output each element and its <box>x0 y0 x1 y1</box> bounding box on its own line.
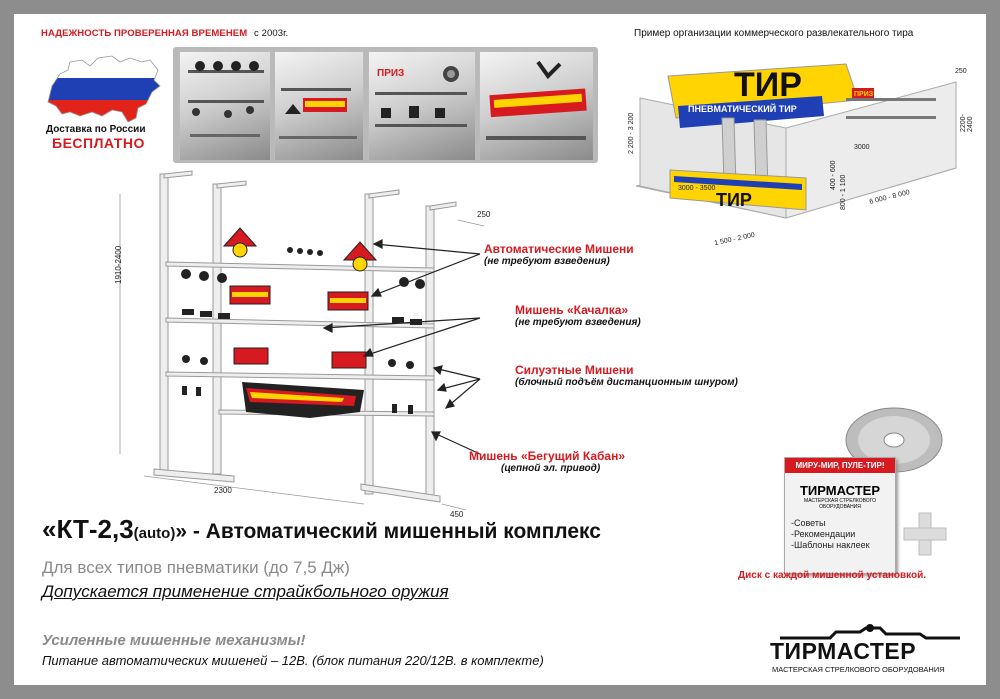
photo-targets-1 <box>179 51 271 161</box>
dvd-item-advice: -Рекомендации <box>791 529 856 539</box>
rack-depth-top-dimension: 250 <box>477 210 491 219</box>
rack-width-dimension: 2300 <box>214 486 232 495</box>
reinforced-note: Усиленные мишенные механизмы! <box>42 632 306 649</box>
russia-flag-map-icon <box>47 55 161 123</box>
booth-dim-7: 3000 - 3500 <box>678 185 716 192</box>
photo-running-boar <box>479 51 594 161</box>
dvd-slogan: МИРУ-МИР, ПУЛЕ-ТИР! <box>785 458 895 473</box>
booth-dim-1: 250 <box>955 68 967 75</box>
booth-dim-4: 3000 <box>854 144 870 151</box>
model-name: КТ-2,3 <box>56 514 134 544</box>
rack-height-dimension: 1910-2400 <box>114 245 123 284</box>
delivery-line: Доставка по России <box>46 124 146 135</box>
rack-depth-bottom-dimension: 450 <box>450 510 464 519</box>
dvd-item-tips: -Советы <box>791 518 826 528</box>
dvd-item-templates: -Шаблоны наклеек <box>791 540 870 550</box>
free-delivery-label: БЕСПЛАТНО <box>52 135 145 151</box>
photo-targets-2 <box>274 51 364 161</box>
dvd-brand: ТИРМАСТЕР <box>799 483 881 498</box>
reliability-slogan: НАДЕЖНОСТЬ ПРОВЕРЕННАЯ ВРЕМЕНЕМ с 2003г. <box>41 28 289 39</box>
booth-prize-sign: ПРИЗ <box>854 91 874 98</box>
booth-counter-sign: ТИР <box>716 190 752 210</box>
plus-icon <box>903 512 947 556</box>
callout-arrows <box>322 239 481 455</box>
booth-example-caption: Пример организации коммерческого развлек… <box>634 28 914 39</box>
booth-dim-6: 800 - 1 100 <box>840 174 847 210</box>
power-note: Питание автоматических мишеней – 12В. (б… <box>42 653 544 668</box>
product-subtitle: Для всех типов пневматики (до 7,5 Дж) <box>42 558 350 577</box>
target-rack-drawing <box>119 170 485 511</box>
shooter-silhouette-icon <box>780 624 960 640</box>
prize-sign: ПРИЗ <box>377 68 404 79</box>
callout-silhouette-targets: Силуэтные Мишени (блочный подъём дистанц… <box>515 363 738 388</box>
since-year: с 2003г. <box>254 28 289 39</box>
callout-rocking-target: Мишень «Качалка» (не требуют взведения) <box>515 303 641 328</box>
callout-running-boar: Мишень «Бегущий Кабан» (цепной эл. приво… <box>469 449 626 474</box>
shooting-booth-drawing: ПНЕВМАТИЧЕСКИЙ ТИР ТИР ТИР ПРИЗ <box>635 63 957 219</box>
dvd-brand-sub: МАСТЕРСКАЯ СТРЕЛКОВОГО ОБОРУДОВАНИЯ <box>804 498 876 510</box>
dvd-caption: Диск с каждой мишенной установкой. <box>738 570 927 581</box>
photo-targets-3: ПРИЗ <box>368 51 476 161</box>
brand-tagline: МАСТЕРСКАЯ СТРЕЛКОВОГО ОБОРУДОВАНИЯ <box>772 665 945 674</box>
dvd-case: МИРУ-МИР, ПУЛЕ-ТИР! ТИРМАСТЕР МАСТЕРСКАЯ… <box>784 457 896 574</box>
brand-logo: ТИРМАСТЕР <box>770 638 917 664</box>
callout-auto-targets: Автоматические Мишени (не требуют взведе… <box>484 242 634 267</box>
booth-sign-small: ПНЕВМАТИЧЕСКИЙ ТИР <box>688 103 797 114</box>
booth-sign-big: ТИР <box>734 66 802 104</box>
booth-dim-5: 400 - 600 <box>830 160 837 190</box>
product-title: «КТ-2,3(auto)» - Автоматический мишенный… <box>42 514 601 544</box>
airsoft-note: Допускается применение страйкбольного ор… <box>42 582 449 601</box>
booth-dim-2: 2200-2400 <box>960 114 974 132</box>
booth-dim-3: 2 200 - 3 200 <box>628 112 635 154</box>
product-sheet: НАДЕЖНОСТЬ ПРОВЕРЕННАЯ ВРЕМЕНЕМ с 2003г.… <box>14 14 986 685</box>
